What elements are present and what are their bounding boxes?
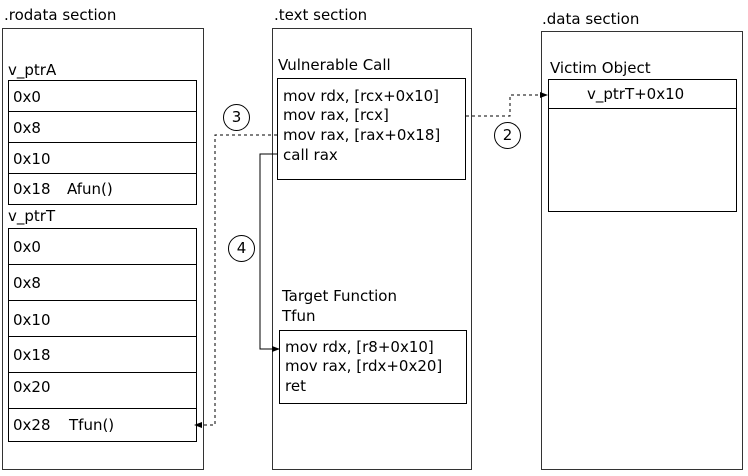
target-function-name: Tfun <box>282 307 316 325</box>
vptrT-row: 0x20 <box>8 372 197 409</box>
data-section-panel <box>541 31 743 470</box>
vulnerable-call-title: Vulnerable Call <box>278 56 391 74</box>
target-function-box: mov rdx, [r8+0x10] mov rax, [rdx+0x20] r… <box>279 330 467 404</box>
victim-object-title: Victim Object <box>550 59 651 77</box>
vptrT-offset: 0x18 <box>13 346 51 364</box>
victim-field-label: v_ptrT+0x10 <box>587 85 685 103</box>
arrow-step-3 <box>194 134 277 428</box>
vptrA-row: 0x0 <box>8 80 197 112</box>
text-section-title: .text section <box>274 6 368 24</box>
vptrA-offset: 0x8 <box>13 119 41 137</box>
vptrT-offset: 0x8 <box>13 274 41 292</box>
asm-line: mov rax, [rdx+0x20] <box>285 357 443 375</box>
arrow-step-2 <box>466 92 548 117</box>
vptrT-label: v_ptrT <box>8 207 56 225</box>
vptrA-label: v_ptrA <box>8 61 57 79</box>
rodata-section-title: .rodata section <box>4 6 117 24</box>
vptrT-entry-tfun: Tfun() <box>69 416 115 434</box>
vptrA-entry-afun: Afun() <box>67 180 113 198</box>
vptrA-offset: 0x0 <box>13 88 41 106</box>
vptrT-row: 0x28 Tfun() <box>8 408 197 442</box>
vptrT-offset: 0x28 <box>13 416 51 434</box>
asm-line: ret <box>285 377 306 395</box>
data-section-title: .data section <box>542 10 640 28</box>
vptrT-offset: 0x0 <box>13 238 41 256</box>
asm-line: mov rax, [rax+0x18] <box>283 126 441 144</box>
vulnerable-call-box: mov rdx, [rcx+0x10] mov rax, [rcx] mov r… <box>277 78 466 180</box>
vptrA-row: 0x8 <box>8 111 197 143</box>
asm-line: mov rax, [rcx] <box>283 106 389 124</box>
victim-object-field: v_ptrT+0x10 <box>549 80 736 109</box>
vptrT-offset: 0x10 <box>13 311 51 329</box>
vptrA-offset: 0x10 <box>13 150 51 168</box>
asm-line: mov rdx, [rcx+0x10] <box>283 87 440 105</box>
vptrT-offset: 0x20 <box>13 378 51 396</box>
victim-object-box: v_ptrT+0x10 <box>548 79 737 212</box>
asm-line-call: call rax <box>283 146 338 164</box>
target-function-title: Target Function <box>282 287 397 305</box>
vptrT-row: 0x18 <box>8 336 197 373</box>
vptrT-row: 0x0 <box>8 228 197 265</box>
vptrA-row: 0x18 Afun() <box>8 173 197 205</box>
step-2-marker: 2 <box>494 122 521 149</box>
vptrT-row: 0x10 <box>8 300 197 337</box>
vptrT-row: 0x8 <box>8 264 197 301</box>
step-3-marker: 3 <box>223 104 250 131</box>
asm-line: mov rdx, [r8+0x10] <box>285 338 434 356</box>
step-4-marker: 4 <box>228 235 255 262</box>
vptrA-offset: 0x18 <box>13 180 51 198</box>
vptrA-row: 0x10 <box>8 142 197 174</box>
